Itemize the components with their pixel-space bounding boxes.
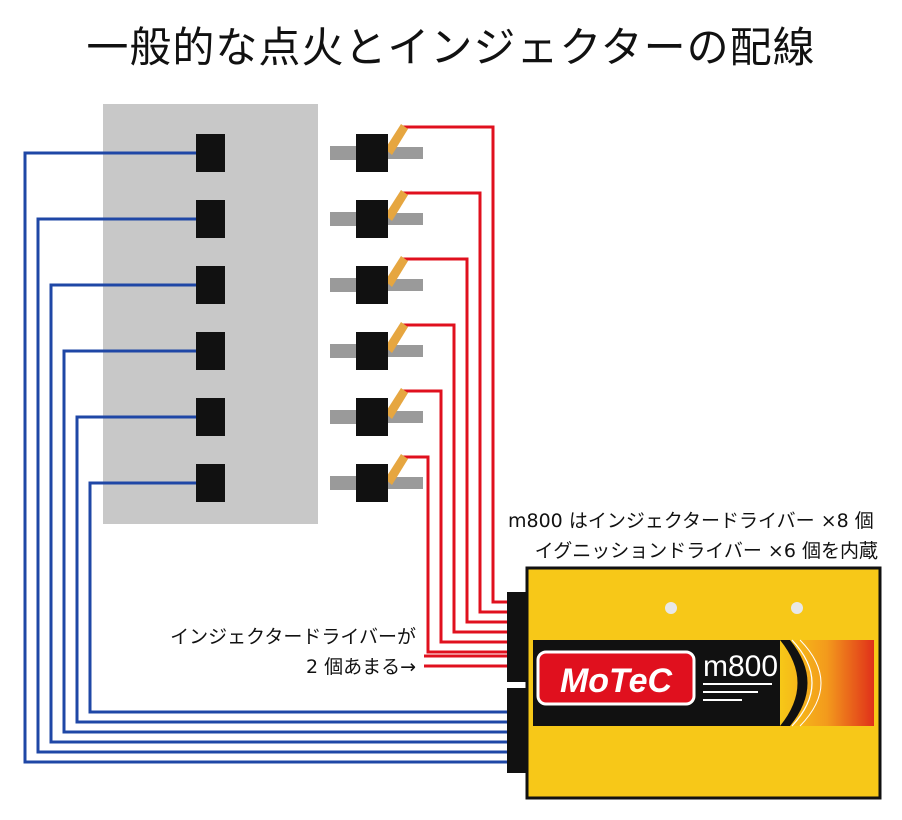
injector-1 xyxy=(196,134,225,172)
ecu-note-line-2: イグニッションドライバー ×6 個を内蔵 xyxy=(534,540,878,562)
injector-wire-6 xyxy=(88,481,507,714)
ignition-coil-3 xyxy=(330,256,423,304)
ignition-wire-2 xyxy=(400,191,507,614)
ignition-wires xyxy=(400,125,507,654)
ignition-coil-2 xyxy=(330,190,423,238)
injector-wires xyxy=(23,151,507,764)
ecu-model-text: m800 xyxy=(703,650,778,683)
injector-6 xyxy=(196,464,225,502)
injector-wire-4 xyxy=(62,349,507,734)
spare-injector-wires xyxy=(424,654,507,668)
spare-driver-note-line-1: インジェクタードライバーが xyxy=(170,626,416,648)
ecu-note-line-1: m800 はインジェクタードライバー ×8 個 xyxy=(508,510,874,532)
ignition-coils xyxy=(330,124,423,502)
injector-3 xyxy=(196,266,225,304)
injector-2 xyxy=(196,200,225,238)
page-title: 一般的な点火とインジェクターの配線 xyxy=(86,23,816,72)
ecu-label-swoosh xyxy=(780,640,808,726)
injector-wire-5 xyxy=(75,415,507,724)
spare-driver-note-line-2: 2 個あまる→ xyxy=(305,656,416,678)
injector-wire-2 xyxy=(36,217,507,754)
engine-block xyxy=(103,104,318,524)
injectors xyxy=(196,134,225,502)
injector-wire-3 xyxy=(49,283,507,744)
ignition-coil-6 xyxy=(330,454,423,502)
ecu-mount-hole-right xyxy=(791,602,803,614)
motec-logo-text: MoTeC xyxy=(560,662,673,700)
ignition-wire-1 xyxy=(400,125,507,604)
ecu-unit: MoTeC m800 xyxy=(507,566,882,800)
injector-4 xyxy=(196,332,225,370)
injector-wire-1 xyxy=(23,151,507,764)
ignition-coil-4 xyxy=(330,322,423,370)
ignition-wire-3 xyxy=(400,257,507,624)
ignition-coil-5 xyxy=(330,388,423,436)
motec-logo xyxy=(536,650,696,706)
ignition-wire-6 xyxy=(400,455,507,654)
ignition-wire-5 xyxy=(400,389,507,644)
ignition-wire-4 xyxy=(400,323,507,634)
ecu-mount-hole-left xyxy=(665,602,677,614)
ignition-coil-1 xyxy=(330,124,423,172)
injector-5 xyxy=(196,398,225,436)
